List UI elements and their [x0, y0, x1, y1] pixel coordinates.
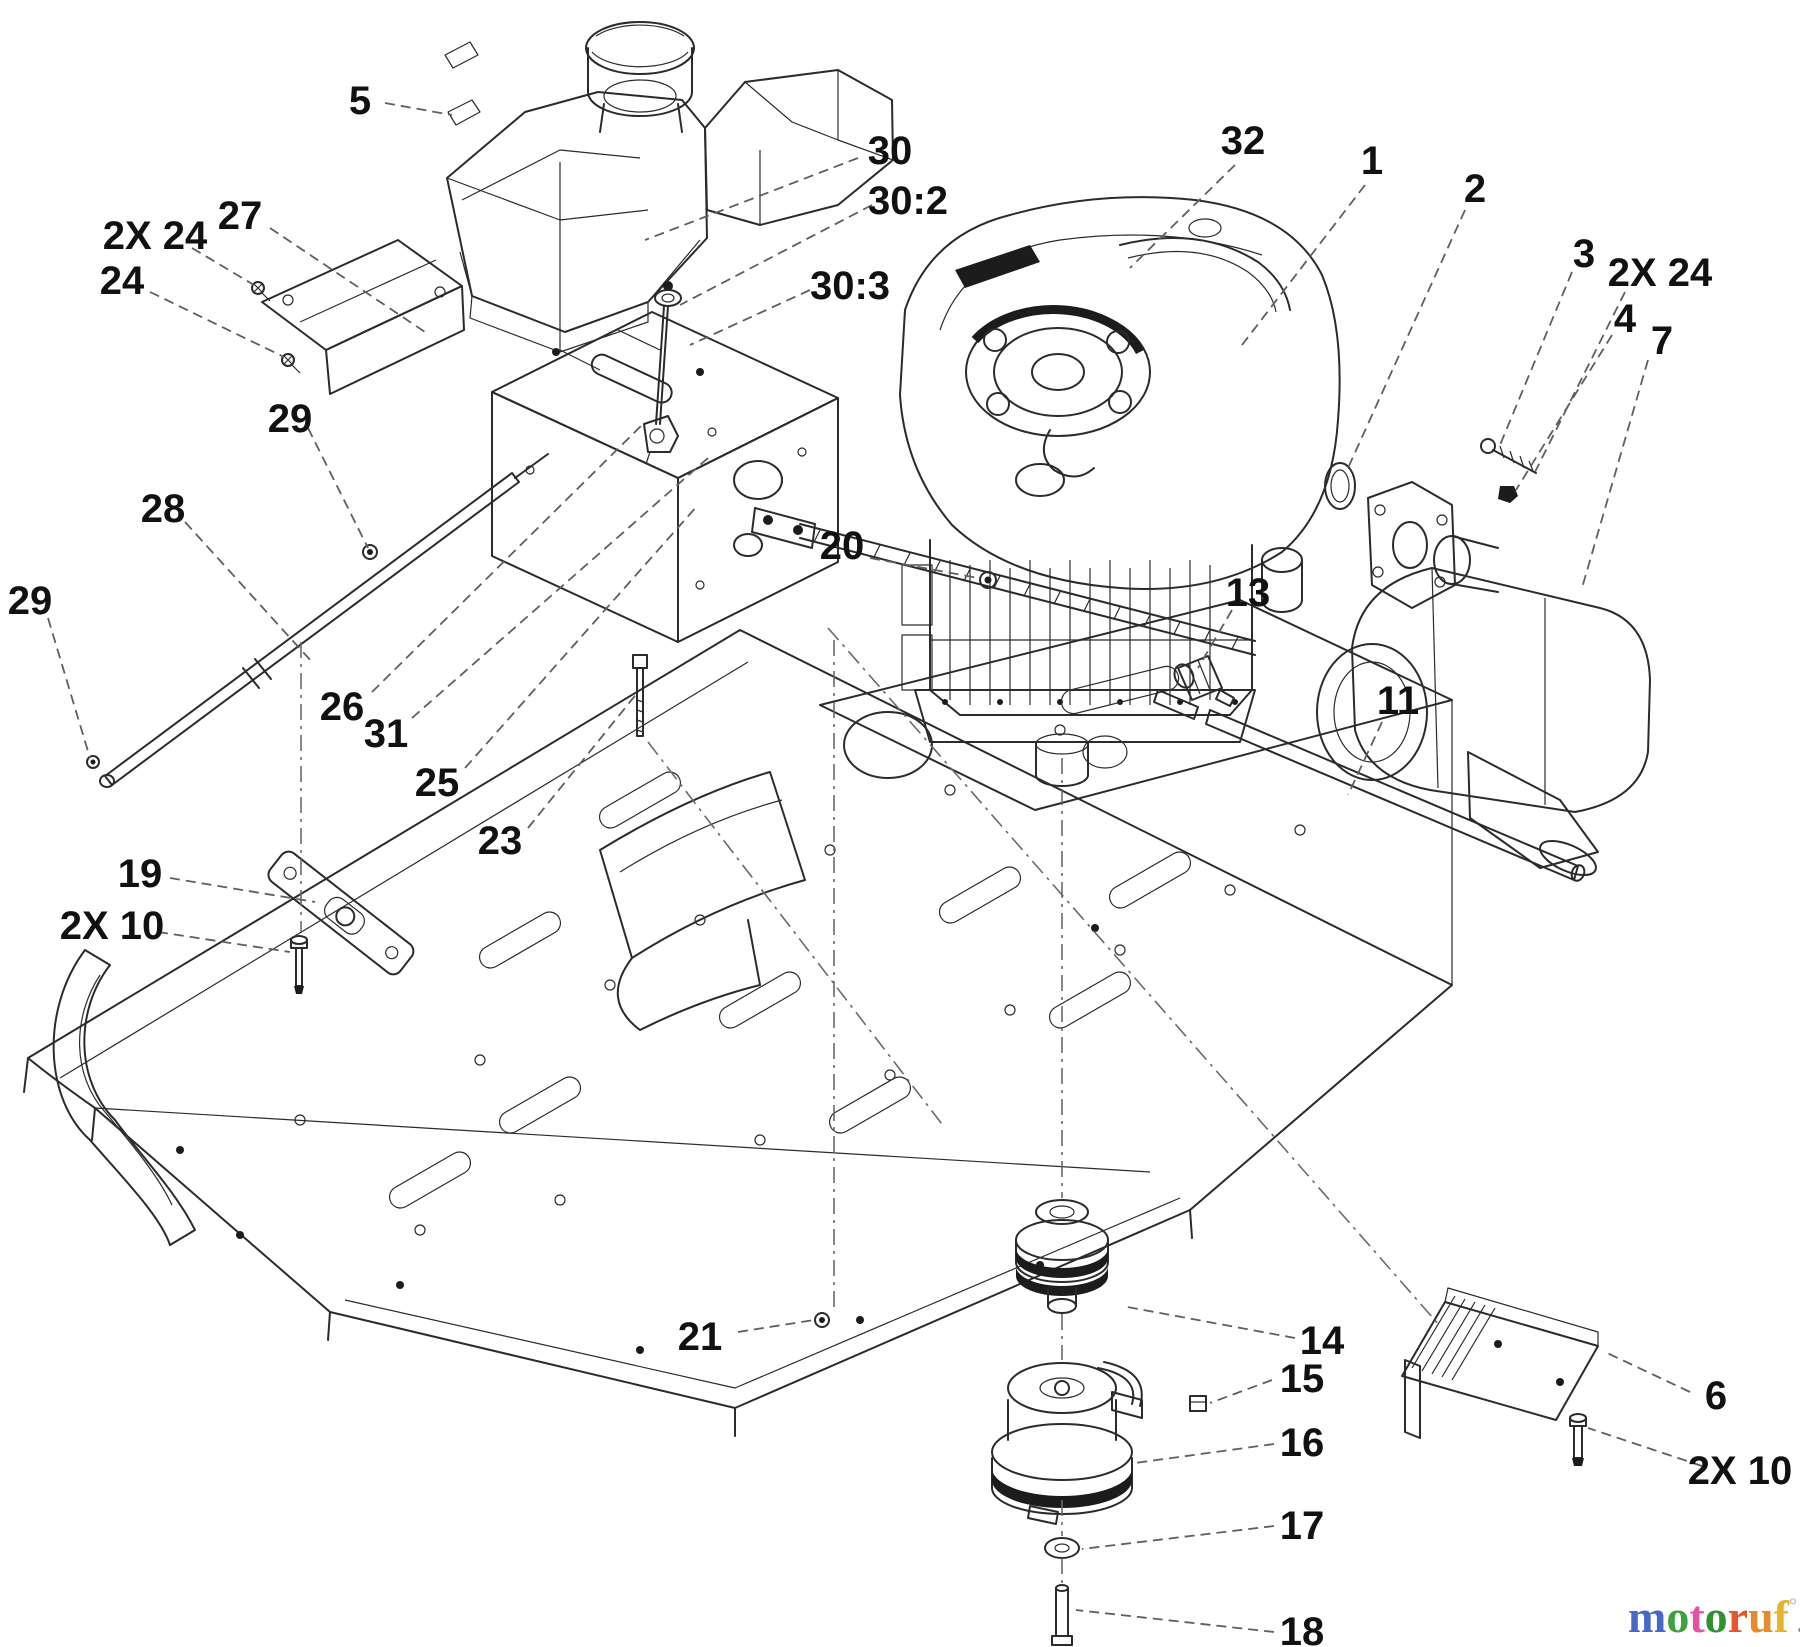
callout-27: 27 — [218, 194, 263, 238]
callout-21: 21 — [678, 1315, 723, 1359]
pulley-14 — [1015, 1199, 1109, 1314]
engine — [899, 196, 1341, 787]
callout-15: 15 — [1280, 1357, 1325, 1401]
callout-2x10-l: 2X 10 — [60, 904, 165, 948]
callout-3: 3 — [1573, 232, 1595, 276]
control-rod — [99, 453, 549, 788]
exhaust-gasket — [1324, 462, 1356, 510]
alignment-centerlines — [300, 627, 1441, 1584]
bracket-19 — [267, 850, 415, 976]
callout-30-3: 30:3 — [810, 264, 890, 308]
callout-29-b: 29 — [8, 579, 53, 623]
callout-13: 13 — [1226, 571, 1271, 615]
callout-32: 32 — [1221, 119, 1266, 163]
mount-bar — [751, 507, 1256, 656]
callout-4: 4 — [1614, 297, 1637, 341]
callout-31: 31 — [364, 712, 409, 756]
decal — [444, 41, 479, 69]
nut-4 — [1498, 486, 1518, 503]
nut-29 — [86, 544, 378, 769]
fitting-13 — [1173, 655, 1235, 707]
callout-25: 25 — [415, 761, 460, 805]
callout-1: 1 — [1361, 139, 1383, 183]
callout-28: 28 — [141, 487, 186, 531]
bolt-23 — [632, 654, 648, 737]
callout-19: 19 — [118, 852, 163, 896]
callout-18: 18 — [1280, 1610, 1325, 1647]
callout-6: 6 — [1705, 1374, 1727, 1418]
callout-5: 5 — [349, 79, 371, 123]
rod-11 — [1153, 689, 1586, 882]
nut-20 — [979, 571, 997, 589]
frame-chassis — [23, 599, 1453, 1437]
engine-mount-box — [491, 311, 1256, 737]
muffler — [1316, 567, 1651, 877]
clutch-16 — [991, 1361, 1143, 1525]
muffler-outlet-pipe — [1467, 751, 1599, 869]
washer-17 — [1044, 1537, 1080, 1559]
exhaust-manifold — [1367, 481, 1499, 609]
bolt-18 — [1051, 1584, 1073, 1646]
tank-bushing-and-fitting — [643, 281, 682, 465]
callout-23: 23 — [478, 819, 523, 863]
callout-16: 16 — [1280, 1421, 1325, 1465]
callout-24: 24 — [100, 259, 145, 303]
callout-17: 17 — [1280, 1504, 1325, 1548]
watermark-logo: motoruf°.de — [1628, 1591, 1800, 1642]
callout-2x24-l: 2X 24 — [103, 214, 208, 258]
callout-11: 11 — [1377, 679, 1419, 723]
callout-14: 14 — [1300, 1319, 1345, 1363]
key-15 — [1189, 1395, 1207, 1412]
callout-20: 20 — [820, 524, 865, 568]
muffler-bolt — [1480, 438, 1537, 503]
callout-2x24-r: 2X 24 — [1608, 251, 1713, 295]
bolt-10-left — [290, 935, 308, 994]
decal — [447, 99, 481, 126]
callout-labels: 5 30 30:2 30:3 32 1 2 3 2X 24 4 7 27 2X … — [8, 79, 1793, 1647]
callout-26: 26 — [320, 685, 365, 729]
nut-21 — [814, 1312, 830, 1328]
leader-lines — [47, 102, 1703, 1633]
callout-30-2: 30:2 — [868, 179, 948, 223]
frame-front-channel — [52, 949, 196, 1246]
callout-2x10-r: 2X 10 — [1688, 1449, 1793, 1493]
bracket-6 — [1401, 1287, 1599, 1439]
callout-30: 30 — [868, 129, 913, 173]
callout-2: 2 — [1464, 167, 1486, 211]
screw-24 — [251, 281, 301, 374]
bolt-10-right — [1569, 1413, 1587, 1466]
callout-29-a: 29 — [268, 397, 313, 441]
heat-shield-plate — [261, 239, 465, 395]
callout-7: 7 — [1651, 319, 1673, 363]
